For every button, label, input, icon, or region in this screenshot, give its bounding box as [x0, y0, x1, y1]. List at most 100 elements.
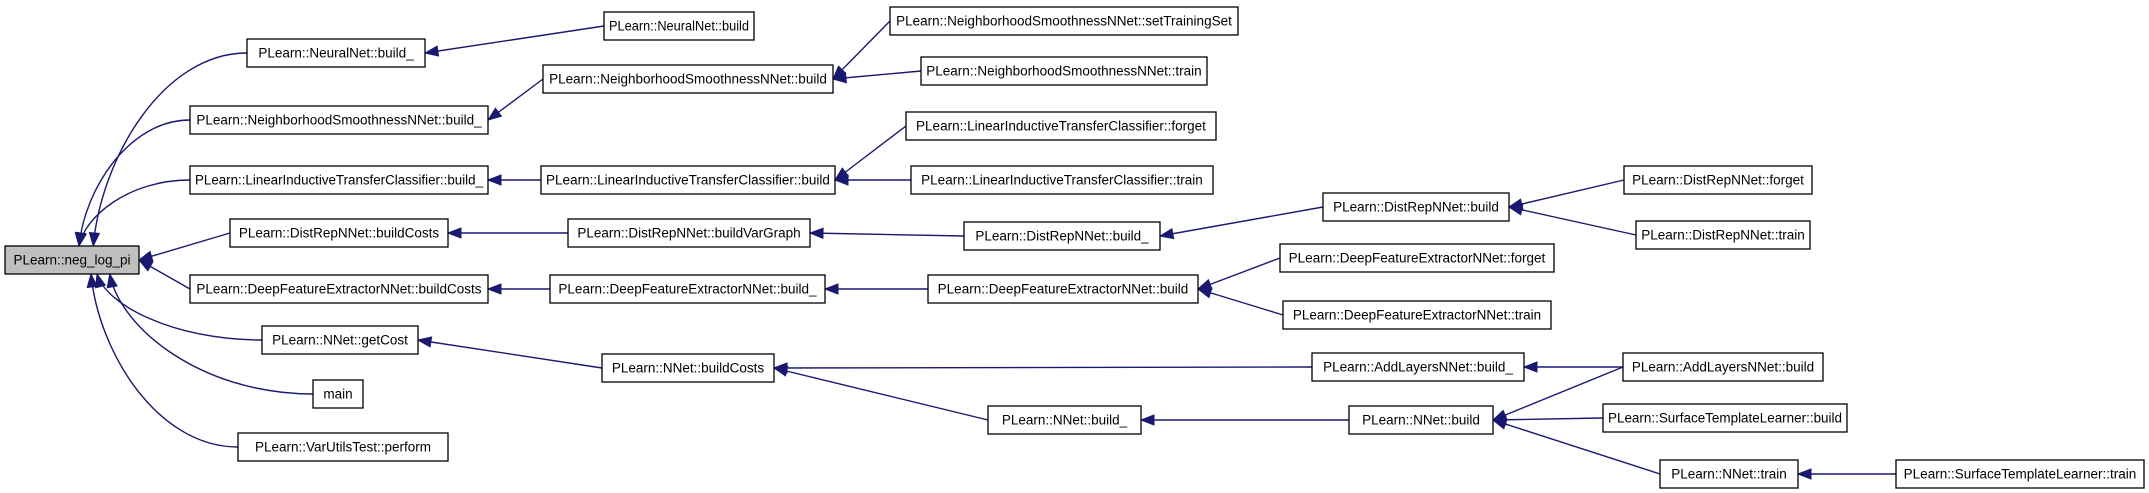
edge-arrowhead — [831, 72, 847, 84]
edge-aln_build-to-aln_build_ — [1522, 361, 1623, 373]
edge-nnet_train-to-nnet_build — [1491, 418, 1661, 475]
node-label: PLearn::DistRepNNet::build_ — [975, 229, 1149, 244]
node-label: PLearn::NeuralNet::build — [609, 19, 749, 34]
node-box — [246, 38, 426, 68]
node-label: PLearn::DeepFeatureExtractorNNet::forget — [1289, 251, 1546, 266]
node-drn-bc[interactable]: PLearn::DistRepNNet::buildCosts — [229, 218, 449, 248]
edge-line — [1197, 288, 1284, 316]
edge-nnet_bc-to-nnet_getcost — [416, 336, 603, 369]
node-nsn-train[interactable]: PLearn::NeighborhoodSmoothnessNNet::trai… — [920, 56, 1208, 86]
edge-arrowhead — [486, 283, 502, 295]
node-label: PLearn::LinearInductiveTransferClassifie… — [921, 173, 1203, 188]
edge-line — [809, 232, 965, 237]
edge-line — [90, 273, 239, 448]
edge-line — [773, 366, 1313, 369]
node-label: PLearn::DistRepNNet::build — [1333, 200, 1499, 215]
edge-line — [1508, 179, 1625, 208]
edge-drn_train-to-drn_build — [1507, 204, 1637, 236]
node-label: PLearn::DeepFeatureExtractorNNet::build — [938, 282, 1189, 297]
node-aln-build[interactable]: PLearn::AddLayersNNet::build — [1622, 352, 1824, 382]
edge-line — [832, 20, 891, 80]
node-dfe-forget[interactable]: PLearn::DeepFeatureExtractorNNet::forget — [1279, 243, 1555, 273]
node-stl-build[interactable]: PLearn::SurfaceTemplateLearner::build — [1602, 403, 1848, 433]
node-box — [549, 274, 826, 304]
edge-nn_build-to-nn_build_ — [423, 25, 605, 57]
node-dfe-bc[interactable]: PLearn::DeepFeatureExtractorNNet::buildC… — [189, 274, 489, 304]
node-main[interactable]: main — [312, 379, 364, 409]
edge-arrowhead — [416, 336, 433, 348]
edge-line — [773, 367, 989, 421]
node-label: PLearn::LinearInductiveTransferClassifie… — [916, 119, 1206, 134]
edge-drn_forget-to-drn_build — [1507, 179, 1625, 210]
node-label: PLearn::DistRepNNet::forget — [1632, 173, 1804, 188]
edge-litc_build-to-litc_build_ — [486, 174, 541, 186]
node-label: PLearn::NeighborhoodSmoothnessNNet::trai… — [926, 64, 1201, 79]
node-nnet-build[interactable]: PLearn::NNet::build — [1348, 405, 1494, 435]
node-drn-bvg[interactable]: PLearn::DistRepNNet::buildVarGraph — [567, 218, 811, 248]
node-box — [987, 405, 1142, 435]
edge-arrowhead — [137, 250, 154, 262]
node-nnet-train[interactable]: PLearn::NNet::train — [1659, 459, 1799, 489]
edge-line — [78, 119, 191, 247]
edge-arrowhead — [1491, 418, 1508, 430]
node-label: PLearn::AddLayersNNet::build_ — [1323, 360, 1513, 375]
edge-arrowhead — [833, 174, 849, 186]
node-nn-build[interactable]: PLearn::NeuralNet::build — [603, 11, 755, 41]
node-litc-build[interactable]: PLearn::LinearInductiveTransferClassifie… — [540, 165, 836, 195]
node-box — [542, 64, 834, 94]
edge-litc_forget-to-litc_build — [833, 125, 907, 181]
edge-arrowhead — [1522, 361, 1538, 373]
node-aln-build-[interactable]: PLearn::AddLayersNNet::build_ — [1311, 352, 1525, 382]
node-label: PLearn::NeighborhoodSmoothnessNNet::buil… — [549, 72, 827, 87]
node-box — [567, 218, 811, 248]
node-label: PLearn::NeighborhoodSmoothnessNNet::setT… — [896, 14, 1232, 29]
node-box — [229, 218, 449, 248]
edge-arrowhead — [86, 272, 98, 288]
edge-arrowhead — [106, 272, 118, 289]
edge-stl_train-to-nnet_train — [1796, 468, 1896, 480]
node-box — [189, 165, 489, 195]
node-box — [927, 274, 1199, 304]
node-dfe-build-[interactable]: PLearn::DeepFeatureExtractorNNet::build_ — [549, 274, 826, 304]
node-box — [4, 245, 140, 275]
edge-nnet_build_-to-nnet_bc — [772, 365, 989, 421]
node-box — [1895, 459, 2145, 489]
node-label: PLearn::DeepFeatureExtractorNNet::buildC… — [196, 282, 481, 297]
node-litc-train[interactable]: PLearn::LinearInductiveTransferClassifie… — [910, 165, 1214, 195]
edge-nnet_build-to-nnet_build_ — [1139, 414, 1349, 426]
edge-line — [1159, 206, 1324, 237]
node-box — [889, 6, 1239, 36]
node-nsn-setts[interactable]: PLearn::NeighborhoodSmoothnessNNet::setT… — [889, 6, 1239, 36]
node-drn-build-[interactable]: PLearn::DistRepNNet::build_ — [963, 221, 1161, 251]
edge-arrowhead — [1158, 227, 1175, 240]
node-box — [540, 165, 836, 195]
node-stl-train[interactable]: PLearn::SurfaceTemplateLearner::train — [1895, 459, 2145, 489]
node-dfe-train[interactable]: PLearn::DeepFeatureExtractorNNet::train — [1282, 300, 1552, 330]
node-drn-train[interactable]: PLearn::DistRepNNet::train — [1635, 220, 1811, 250]
node-nnet-build-[interactable]: PLearn::NNet::build_ — [987, 405, 1142, 435]
node-neg-log-pi[interactable]: PLearn::neg_log_pi — [4, 245, 140, 275]
node-litc-forget[interactable]: PLearn::LinearInductiveTransferClassifie… — [905, 111, 1217, 141]
edge-aln_build_-to-nnet_bc — [772, 362, 1313, 374]
node-vut-perform[interactable]: PLearn::VarUtilsTest::perform — [237, 432, 449, 462]
node-nsn-build[interactable]: PLearn::NeighborhoodSmoothnessNNet::buil… — [542, 64, 834, 94]
node-box — [1279, 243, 1555, 273]
node-label: PLearn::SurfaceTemplateLearner::train — [1904, 467, 2137, 482]
node-nnet-getcost[interactable]: PLearn::NNet::getCost — [261, 325, 419, 355]
edge-arrowhead — [1507, 204, 1524, 216]
node-box — [1322, 192, 1510, 222]
edge-arrowhead — [772, 365, 789, 377]
node-nnet-bc[interactable]: PLearn::NNet::buildCosts — [601, 353, 775, 383]
node-box — [1602, 403, 1848, 433]
node-drn-forget[interactable]: PLearn::DistRepNNet::forget — [1623, 165, 1813, 195]
node-litc-build-[interactable]: PLearn::LinearInductiveTransferClassifie… — [189, 165, 489, 195]
node-nsn-build-[interactable]: PLearn::NeighborhoodSmoothnessNNet::buil… — [189, 105, 489, 135]
edge-dfe_forget-to-dfe_build — [1196, 257, 1281, 290]
node-drn-build[interactable]: PLearn::DistRepNNet::build — [1322, 192, 1510, 222]
edge-arrowhead — [75, 231, 88, 248]
node-box — [189, 105, 489, 135]
node-label: PLearn::NNet::build_ — [1002, 413, 1128, 428]
node-box — [905, 111, 1217, 141]
node-dfe-build[interactable]: PLearn::DeepFeatureExtractorNNet::build — [927, 274, 1199, 304]
node-nn-build-[interactable]: PLearn::NeuralNet::build_ — [246, 38, 426, 68]
